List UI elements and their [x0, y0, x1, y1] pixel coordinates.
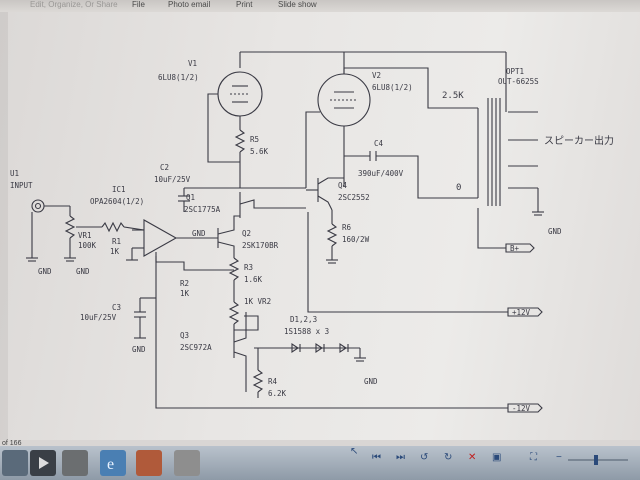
gnd-label-4: GND [132, 345, 146, 354]
opt-name: OPT1 [506, 67, 524, 76]
gnd-label-3: GND [192, 229, 206, 238]
c2-value: 10uF/25V [154, 175, 191, 184]
v2-type: 6LU8(1/2) [372, 83, 413, 92]
gnd-label-2: GND [76, 267, 90, 276]
page-counter: of 166 [2, 440, 22, 447]
c3-value: 10uF/25V [80, 313, 117, 322]
c3-name: C3 [112, 303, 121, 312]
gnd-label-6: GND [548, 227, 562, 236]
vr2-label: 1K VR2 [244, 297, 271, 306]
q3-type: 2SC972A [180, 343, 212, 352]
r3-value: 1.6K [244, 275, 263, 284]
q4-type: 2SC2552 [338, 193, 370, 202]
plus12-label: +12V [512, 308, 531, 317]
menu-bar: Edit, Organize, Or Share File Photo emai… [0, 0, 640, 12]
gnd-label-1: GND [38, 267, 52, 276]
menu-print[interactable]: Print [236, 0, 253, 9]
opt-impedance: 2.5K [442, 91, 464, 101]
q2-type: 2SK170BR [242, 241, 279, 250]
diodes-name: D1,2,3 [290, 315, 317, 324]
rotate-right-icon[interactable]: ↻ [444, 452, 453, 463]
schematic-diagram: V1 6LU8(1/2) V2 6LU8(1/2) OPT1 OUT-6625S… [10, 51, 614, 413]
u1-name: U1 [10, 169, 19, 178]
r2-value: 1K [180, 289, 190, 298]
q1-name: Q1 [186, 193, 195, 202]
schematic-image: V1 6LU8(1/2) V2 6LU8(1/2) OPT1 OUT-6625S… [8, 12, 640, 440]
r6-name: R6 [342, 223, 352, 232]
previous-icon[interactable]: ⏮ [372, 452, 381, 463]
r4-name: R4 [268, 377, 278, 386]
slideshow-icon[interactable]: ▣ [492, 452, 502, 463]
diodes-type: 1S1588 x 3 [284, 327, 329, 336]
minus12-label: -12V [512, 404, 531, 413]
rotate-left-icon[interactable]: ↺ [420, 452, 429, 463]
delete-icon[interactable]: ✕ [468, 452, 477, 463]
pointer-icon: ↖ [350, 446, 359, 457]
speaker-output-label: スピーカー出力 [544, 134, 614, 147]
r3-name: R3 [244, 263, 253, 272]
q4-name: Q4 [338, 181, 348, 190]
menu-photo-email[interactable]: Photo email [168, 0, 211, 9]
browser-icon[interactable]: e [100, 450, 126, 476]
image-canvas: V1 6LU8(1/2) V2 6LU8(1/2) OPT1 OUT-6625S… [0, 12, 640, 447]
alien-icon[interactable] [174, 450, 200, 476]
photo-thumbnail-icon[interactable] [62, 450, 88, 476]
opt-zero: 0 [456, 183, 461, 193]
v1-type: 6LU8(1/2) [158, 73, 199, 82]
q2-name: Q2 [242, 229, 251, 238]
fit-icon[interactable]: ⛶ [530, 452, 537, 463]
menu-slide-show[interactable]: Slide show [278, 0, 317, 9]
vr1-value: 100K [78, 241, 97, 250]
r6-value: 160/2W [342, 235, 370, 244]
zoom-out-icon[interactable]: − [556, 452, 562, 463]
ic1-name: IC1 [112, 185, 126, 194]
zoom-slider-thumb[interactable] [594, 455, 598, 465]
bplus-label: B+ [510, 244, 520, 253]
c4-value: 390uF/400V [358, 169, 404, 178]
opt-type: OUT-6625S [498, 77, 539, 86]
menu-file[interactable]: File [132, 0, 145, 9]
r2-name: R2 [180, 279, 189, 288]
v1-name: V1 [188, 59, 197, 68]
ic1-type: OPA2604(1/2) [90, 197, 144, 206]
r5-value: 5.6K [250, 147, 269, 156]
taskbar: e [0, 446, 640, 480]
media-player-icon[interactable] [30, 450, 56, 476]
zoom-slider[interactable] [568, 455, 628, 465]
r1-value: 1K [110, 247, 120, 256]
app-icon[interactable] [136, 450, 162, 476]
input-label: INPUT [10, 181, 33, 190]
vr1-name: VR1 [78, 231, 92, 240]
next-icon[interactable]: ⏭ [396, 452, 405, 463]
menu-path-text: Edit, Organize, Or Share [30, 0, 118, 9]
r5-name: R5 [250, 135, 259, 144]
q3-name: Q3 [180, 331, 189, 340]
r1-name: R1 [112, 237, 121, 246]
svg-text:e: e [107, 456, 114, 473]
start-button[interactable] [2, 450, 28, 476]
c2-name: C2 [160, 163, 169, 172]
gnd-label-5: GND [364, 377, 378, 386]
q1-type: 2SC1775A [184, 205, 221, 214]
r4-value: 6.2K [268, 389, 287, 398]
v2-name: V2 [372, 71, 381, 80]
c4-name: C4 [374, 139, 384, 148]
